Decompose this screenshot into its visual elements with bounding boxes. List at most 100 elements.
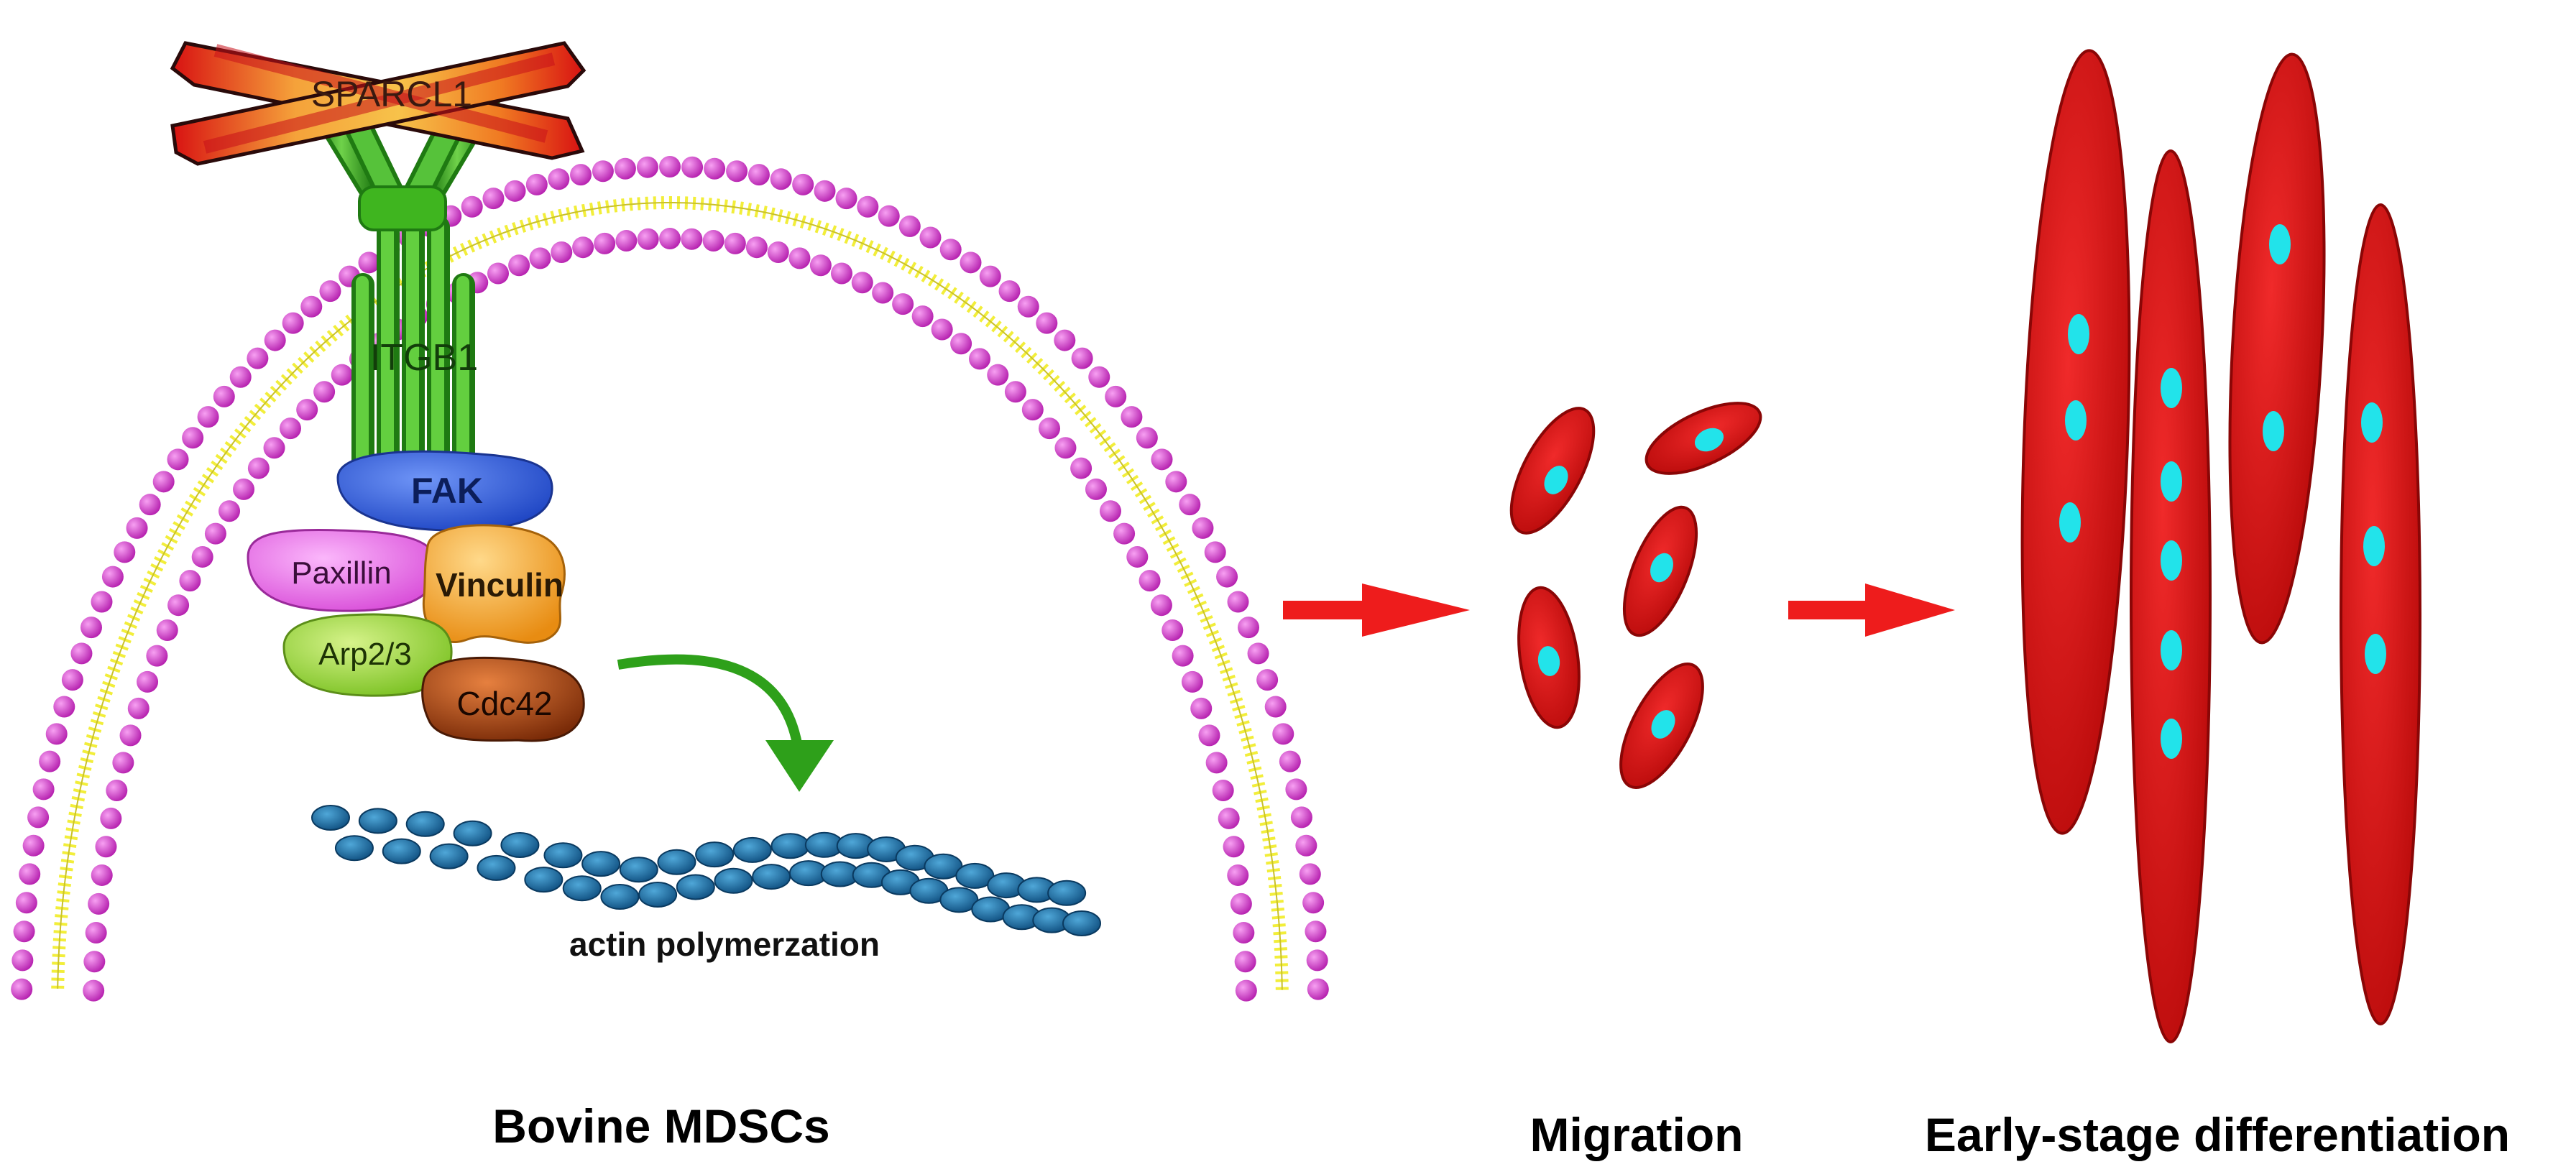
- lipid-head: [1179, 494, 1201, 516]
- lipid-head: [1227, 864, 1249, 886]
- lipid-head: [1004, 381, 1026, 403]
- lipid-head: [659, 228, 681, 249]
- lipid-head: [264, 329, 286, 351]
- lipid-head: [704, 157, 726, 180]
- lipid-head: [681, 156, 704, 178]
- lipid-head: [939, 239, 962, 261]
- lipid-head: [1235, 979, 1257, 1002]
- elongated-cell: [2020, 49, 2131, 835]
- actin-monomer: [500, 831, 540, 858]
- lipid-head: [1272, 723, 1294, 745]
- red-arrow-1: [1283, 583, 1470, 637]
- lipid-head: [770, 168, 792, 190]
- lipid-head: [637, 228, 659, 250]
- nucleus: [1544, 466, 1568, 494]
- lipid-head: [748, 164, 770, 186]
- caption-bovine-mdscs: Bovine MDSCs: [492, 1099, 829, 1153]
- lipid-head: [702, 230, 724, 252]
- itgb1-receptor: [297, 68, 507, 503]
- lipid-head: [126, 517, 148, 539]
- lipid-head: [1151, 448, 1173, 471]
- elongated-myotubes: [2020, 49, 2421, 1043]
- actin-monomer: [1047, 880, 1087, 906]
- lipid-head: [27, 806, 50, 829]
- lipid-head: [594, 232, 616, 254]
- lipid-head: [179, 570, 201, 592]
- lipid-head: [282, 312, 304, 334]
- itgb1-label: ITGB1: [370, 337, 478, 379]
- lipid-head: [1054, 437, 1077, 459]
- lipid-head: [137, 670, 159, 693]
- paxillin-label: Paxillin: [291, 555, 391, 591]
- actin-monomer: [619, 857, 658, 883]
- lipid-head: [614, 157, 636, 180]
- lipid-head: [100, 807, 122, 829]
- lipid-head: [358, 252, 380, 274]
- lipid-head: [101, 566, 124, 588]
- lipid-head: [1216, 566, 1238, 588]
- lipid-head: [112, 752, 134, 774]
- lipid-head: [572, 236, 594, 259]
- lipid-head: [461, 195, 483, 218]
- lipid-head: [85, 922, 107, 944]
- lipid-head: [91, 864, 113, 886]
- lipid-head: [830, 262, 852, 285]
- lipid-head: [767, 241, 789, 264]
- actin-monomer: [770, 833, 810, 859]
- lipid-head: [872, 282, 894, 304]
- lipid-head: [1036, 312, 1058, 334]
- migrating-cells: [1509, 402, 1762, 789]
- lipid-head: [1299, 863, 1321, 885]
- lipid-head: [300, 295, 323, 318]
- nucleus: [2365, 634, 2386, 674]
- lipid-head: [1105, 385, 1127, 407]
- lipid-head: [70, 642, 93, 665]
- lipid-head: [835, 188, 857, 210]
- lipid-head: [508, 254, 530, 277]
- lipid-head: [570, 164, 592, 186]
- lipid-head: [15, 892, 37, 914]
- actin-monomer: [581, 851, 621, 877]
- lipid-head: [39, 750, 61, 772]
- nucleus: [2361, 402, 2383, 443]
- actin-monomer: [543, 842, 583, 869]
- lipid-head: [1172, 645, 1194, 667]
- migrating-cell: [1622, 505, 1698, 637]
- lipid-head: [615, 230, 638, 252]
- lipid-head: [191, 545, 213, 568]
- lipid-head: [1223, 836, 1245, 858]
- lipid-head: [296, 399, 318, 421]
- lipid-head: [1198, 724, 1220, 747]
- lipid-head: [998, 280, 1021, 303]
- cdc42-label: Cdc42: [457, 685, 553, 722]
- migrating-cell: [1509, 407, 1596, 535]
- actin-monomer: [714, 867, 753, 894]
- lipid-head: [167, 448, 189, 471]
- actin-monomer: [695, 841, 735, 868]
- lipid-head: [931, 318, 953, 341]
- nucleus: [2068, 314, 2089, 354]
- lipid-head: [1218, 807, 1240, 829]
- actin-monomer: [732, 836, 772, 863]
- lipid-head: [814, 180, 836, 202]
- lipid-head: [13, 920, 35, 943]
- lipid-head: [167, 594, 190, 617]
- actin-monomer: [405, 811, 445, 837]
- lipid-head: [1113, 522, 1136, 545]
- actin-monomer: [524, 867, 564, 893]
- lipid-head: [1150, 594, 1172, 617]
- red-arrow-2: [1788, 583, 1955, 637]
- actin-monomer: [477, 854, 516, 881]
- lipid-head: [1121, 406, 1143, 428]
- lipid-head: [1212, 779, 1234, 801]
- nucleus: [2059, 502, 2081, 543]
- lipid-head: [45, 723, 68, 745]
- nucleus: [1651, 710, 1675, 739]
- lipid-head: [1256, 669, 1279, 691]
- lipid-head: [950, 333, 972, 355]
- nucleus: [2363, 526, 2385, 566]
- elongated-cell: [2340, 203, 2421, 1025]
- lipid-head: [1071, 347, 1093, 369]
- lipid-head: [592, 160, 614, 183]
